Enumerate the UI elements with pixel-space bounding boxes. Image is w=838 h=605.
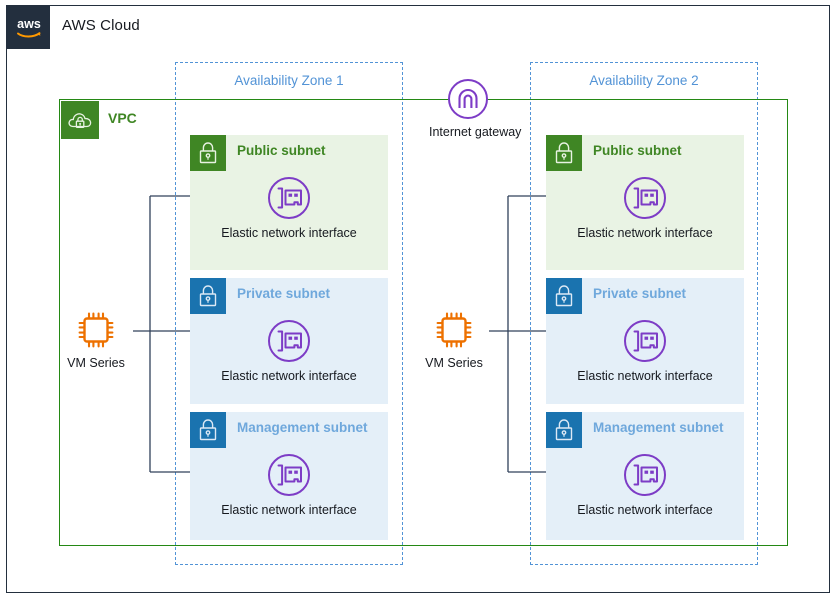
- vm-series-label: VM Series: [67, 356, 125, 370]
- vm-series-node-az1[interactable]: VM Series: [57, 308, 135, 370]
- vpc-cloud-lock-icon: [61, 101, 99, 139]
- subnet-title: Private subnet: [237, 286, 331, 301]
- vpc-label: VPC: [108, 110, 137, 126]
- elastic-network-interface-icon: [268, 454, 310, 496]
- vm-series-chip-icon: [78, 312, 114, 348]
- eni-label: Elastic network interface: [577, 503, 713, 517]
- subnet-lock-icon: [546, 278, 582, 314]
- internet-gateway-node[interactable]: Internet gateway: [429, 78, 522, 139]
- subnet-title: Public subnet: [593, 143, 682, 158]
- eni-label: Elastic network interface: [577, 226, 713, 240]
- svg-text:aws: aws: [17, 17, 41, 31]
- subnet-title: Management subnet: [237, 420, 368, 435]
- elastic-network-interface-icon: [624, 320, 666, 362]
- subnet-lock-icon: [190, 412, 226, 448]
- vm-series-node-az2[interactable]: VM Series: [415, 308, 493, 370]
- eni-label: Elastic network interface: [221, 226, 357, 240]
- elastic-network-interface-icon: [624, 177, 666, 219]
- elastic-network-interface-icon: [268, 177, 310, 219]
- availability-zone-1-boundary: [175, 62, 403, 565]
- subnet-management-az2[interactable]: Management subnet Elastic network interf…: [546, 412, 744, 540]
- subnet-lock-icon: [190, 135, 226, 171]
- subnet-lock-icon: [190, 278, 226, 314]
- subnet-public-az1[interactable]: Public subnet Elastic network interface: [190, 135, 388, 270]
- subnet-title: Private subnet: [593, 286, 687, 301]
- subnet-lock-icon: [546, 412, 582, 448]
- subnet-private-az2[interactable]: Private subnet Elastic network interface: [546, 278, 744, 404]
- elastic-network-interface-icon: [268, 320, 310, 362]
- availability-zone-2-boundary: [530, 62, 758, 565]
- subnet-title: Management subnet: [593, 420, 724, 435]
- aws-logo-icon: aws: [7, 6, 50, 49]
- eni-label: Elastic network interface: [577, 369, 713, 383]
- availability-zone-2-label: Availability Zone 2: [589, 73, 699, 88]
- vpc-boundary: [59, 99, 788, 546]
- vm-series-label: VM Series: [425, 356, 483, 370]
- availability-zone-1-label: Availability Zone 1: [234, 73, 344, 88]
- eni-label: Elastic network interface: [221, 503, 357, 517]
- subnet-management-az1[interactable]: Management subnet Elastic network interf…: [190, 412, 388, 540]
- internet-gateway-label: Internet gateway: [429, 125, 522, 139]
- eni-label: Elastic network interface: [221, 369, 357, 383]
- subnet-title: Public subnet: [237, 143, 326, 158]
- aws-cloud-label: AWS Cloud: [62, 17, 140, 34]
- subnet-public-az2[interactable]: Public subnet Elastic network interface: [546, 135, 744, 270]
- subnet-private-az1[interactable]: Private subnet Elastic network interface: [190, 278, 388, 404]
- elastic-network-interface-icon: [624, 454, 666, 496]
- subnet-lock-icon: [546, 135, 582, 171]
- aws-cloud-boundary: [6, 5, 830, 593]
- internet-gateway-icon: [448, 79, 488, 119]
- vm-series-chip-icon: [436, 312, 472, 348]
